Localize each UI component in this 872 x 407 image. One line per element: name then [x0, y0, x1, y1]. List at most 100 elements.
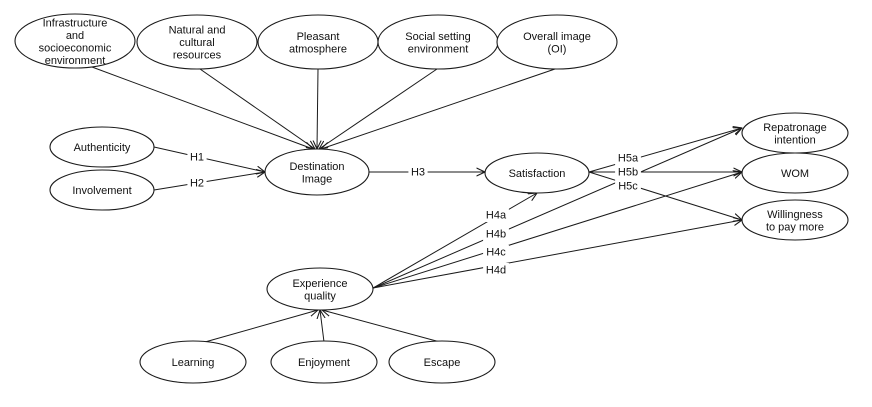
node-label-line: socioeconomic: [39, 42, 112, 54]
edge-authenticity-to-destination: [153, 146, 265, 172]
node-ellipse: [270, 340, 378, 384]
node-label-line: environment: [408, 43, 469, 55]
node-ellipse: [49, 169, 155, 211]
node-authenticity: Authenticity: [49, 126, 155, 168]
node-ellipse: [741, 199, 849, 241]
node-label-line: resources: [173, 50, 222, 62]
node-label-line: Overall image: [523, 31, 591, 43]
edge-label-text: H3: [411, 166, 425, 178]
edge-label-text: H2: [190, 177, 204, 189]
node-enjoyment: Enjoyment: [270, 340, 378, 384]
node-label-line: (OI): [548, 43, 567, 55]
edge-label-background: [483, 263, 509, 277]
edge-escape-to-experience: [322, 310, 441, 343]
edge-label-h1: H1: [187, 150, 207, 164]
node-label-line: environment: [45, 55, 106, 67]
node-ellipse: [266, 267, 374, 311]
node-label-line: Involvement: [72, 185, 131, 197]
edge-label-h5b: H5b: [615, 165, 641, 179]
node-infra: Infrastructureandsocioeconomicenvironmen…: [14, 13, 136, 69]
edge-overall-to-destination: [321, 68, 556, 149]
node-label-line: Infrastructure: [43, 17, 108, 29]
node-label-line: Willingness: [767, 209, 823, 221]
edge-label-text: H4c: [486, 246, 506, 258]
edge-label-h5c: H5c: [615, 179, 641, 193]
edge-label-h4d: H4d: [483, 263, 509, 277]
node-label-line: WOM: [781, 168, 809, 180]
edge-satisfaction-to-willingness: [588, 171, 742, 220]
edge-experience-to-satisfaction: [372, 193, 537, 289]
node-escape: Escape: [388, 340, 496, 384]
node-ellipse: [49, 126, 155, 168]
edge-experience-to-wom: [372, 172, 742, 289]
node-label-line: Satisfaction: [509, 168, 566, 180]
node-label-line: Image: [302, 173, 333, 185]
edge-label-text: H4a: [486, 209, 507, 221]
node-label-line: atmosphere: [289, 43, 347, 55]
node-label-line: Learning: [172, 357, 215, 369]
node-ellipse: [264, 148, 370, 196]
edge-label-text: H5b: [618, 166, 638, 178]
edge-experience-to-willingness: [372, 220, 742, 289]
edge-label-h3: H3: [408, 165, 428, 179]
edge-involvement-to-destination: [153, 172, 265, 191]
node-label-line: Social setting: [405, 31, 470, 43]
edge-label-background: [187, 176, 207, 190]
node-ellipse: [388, 340, 496, 384]
edge-label-text: H4d: [486, 264, 506, 276]
node-overall: Overall image(OI): [496, 14, 618, 70]
node-label-line: quality: [304, 290, 336, 302]
node-label-line: Escape: [424, 357, 461, 369]
edge-label-text: H5a: [618, 152, 639, 164]
node-label-line: Authenticity: [74, 142, 131, 154]
edge-label-background: [615, 179, 641, 193]
edge-label-background: [483, 208, 509, 222]
edge-label-h4a: H4a: [483, 208, 509, 222]
edge-label-background: [187, 150, 207, 164]
node-involvement: Involvement: [49, 169, 155, 211]
edge-learning-to-experience: [204, 310, 318, 343]
edge-label-text: H5c: [618, 180, 638, 192]
node-label-line: Destination: [289, 161, 344, 173]
node-label-line: cultural: [179, 37, 214, 49]
node-learning: Learning: [139, 340, 247, 384]
edge-label-h2: H2: [187, 176, 207, 190]
node-label-line: Natural and: [169, 25, 226, 37]
edge-label-background: [483, 245, 509, 259]
edge-label-background: [408, 165, 428, 179]
node-ellipse: [136, 14, 258, 70]
edge-label-text: H4b: [486, 228, 506, 240]
edges-layer: [91, 66, 742, 343]
node-label-line: and: [66, 30, 84, 42]
edge-label-background: [483, 227, 509, 241]
node-label-line: Pleasant: [297, 31, 340, 43]
edge-satisfaction-to-repatronage: [588, 128, 742, 173]
node-ellipse: [741, 152, 849, 194]
node-wom: WOM: [741, 152, 849, 194]
node-ellipse: [14, 13, 136, 69]
node-label-line: Repatronage: [763, 122, 827, 134]
edge-experience-to-repatronage: [372, 128, 742, 289]
edge-label-h4c: H4c: [483, 245, 509, 259]
edge-label-background: [615, 151, 641, 165]
node-ellipse: [496, 14, 618, 70]
edge-label-text: H1: [190, 151, 204, 163]
node-ellipse: [139, 340, 247, 384]
nodes-layer: Infrastructureandsocioeconomicenvironmen…: [14, 13, 849, 384]
edge-label-h4b: H4b: [483, 227, 509, 241]
edge-label-h5a: H5a: [615, 151, 641, 165]
edge-pleasant-to-destination: [317, 68, 318, 149]
node-label-line: Enjoyment: [298, 357, 350, 369]
node-label-line: intention: [774, 134, 816, 146]
edge-enjoyment-to-experience: [320, 310, 324, 343]
node-label-line: to pay more: [766, 221, 824, 233]
edge-natural-to-destination: [199, 68, 315, 149]
